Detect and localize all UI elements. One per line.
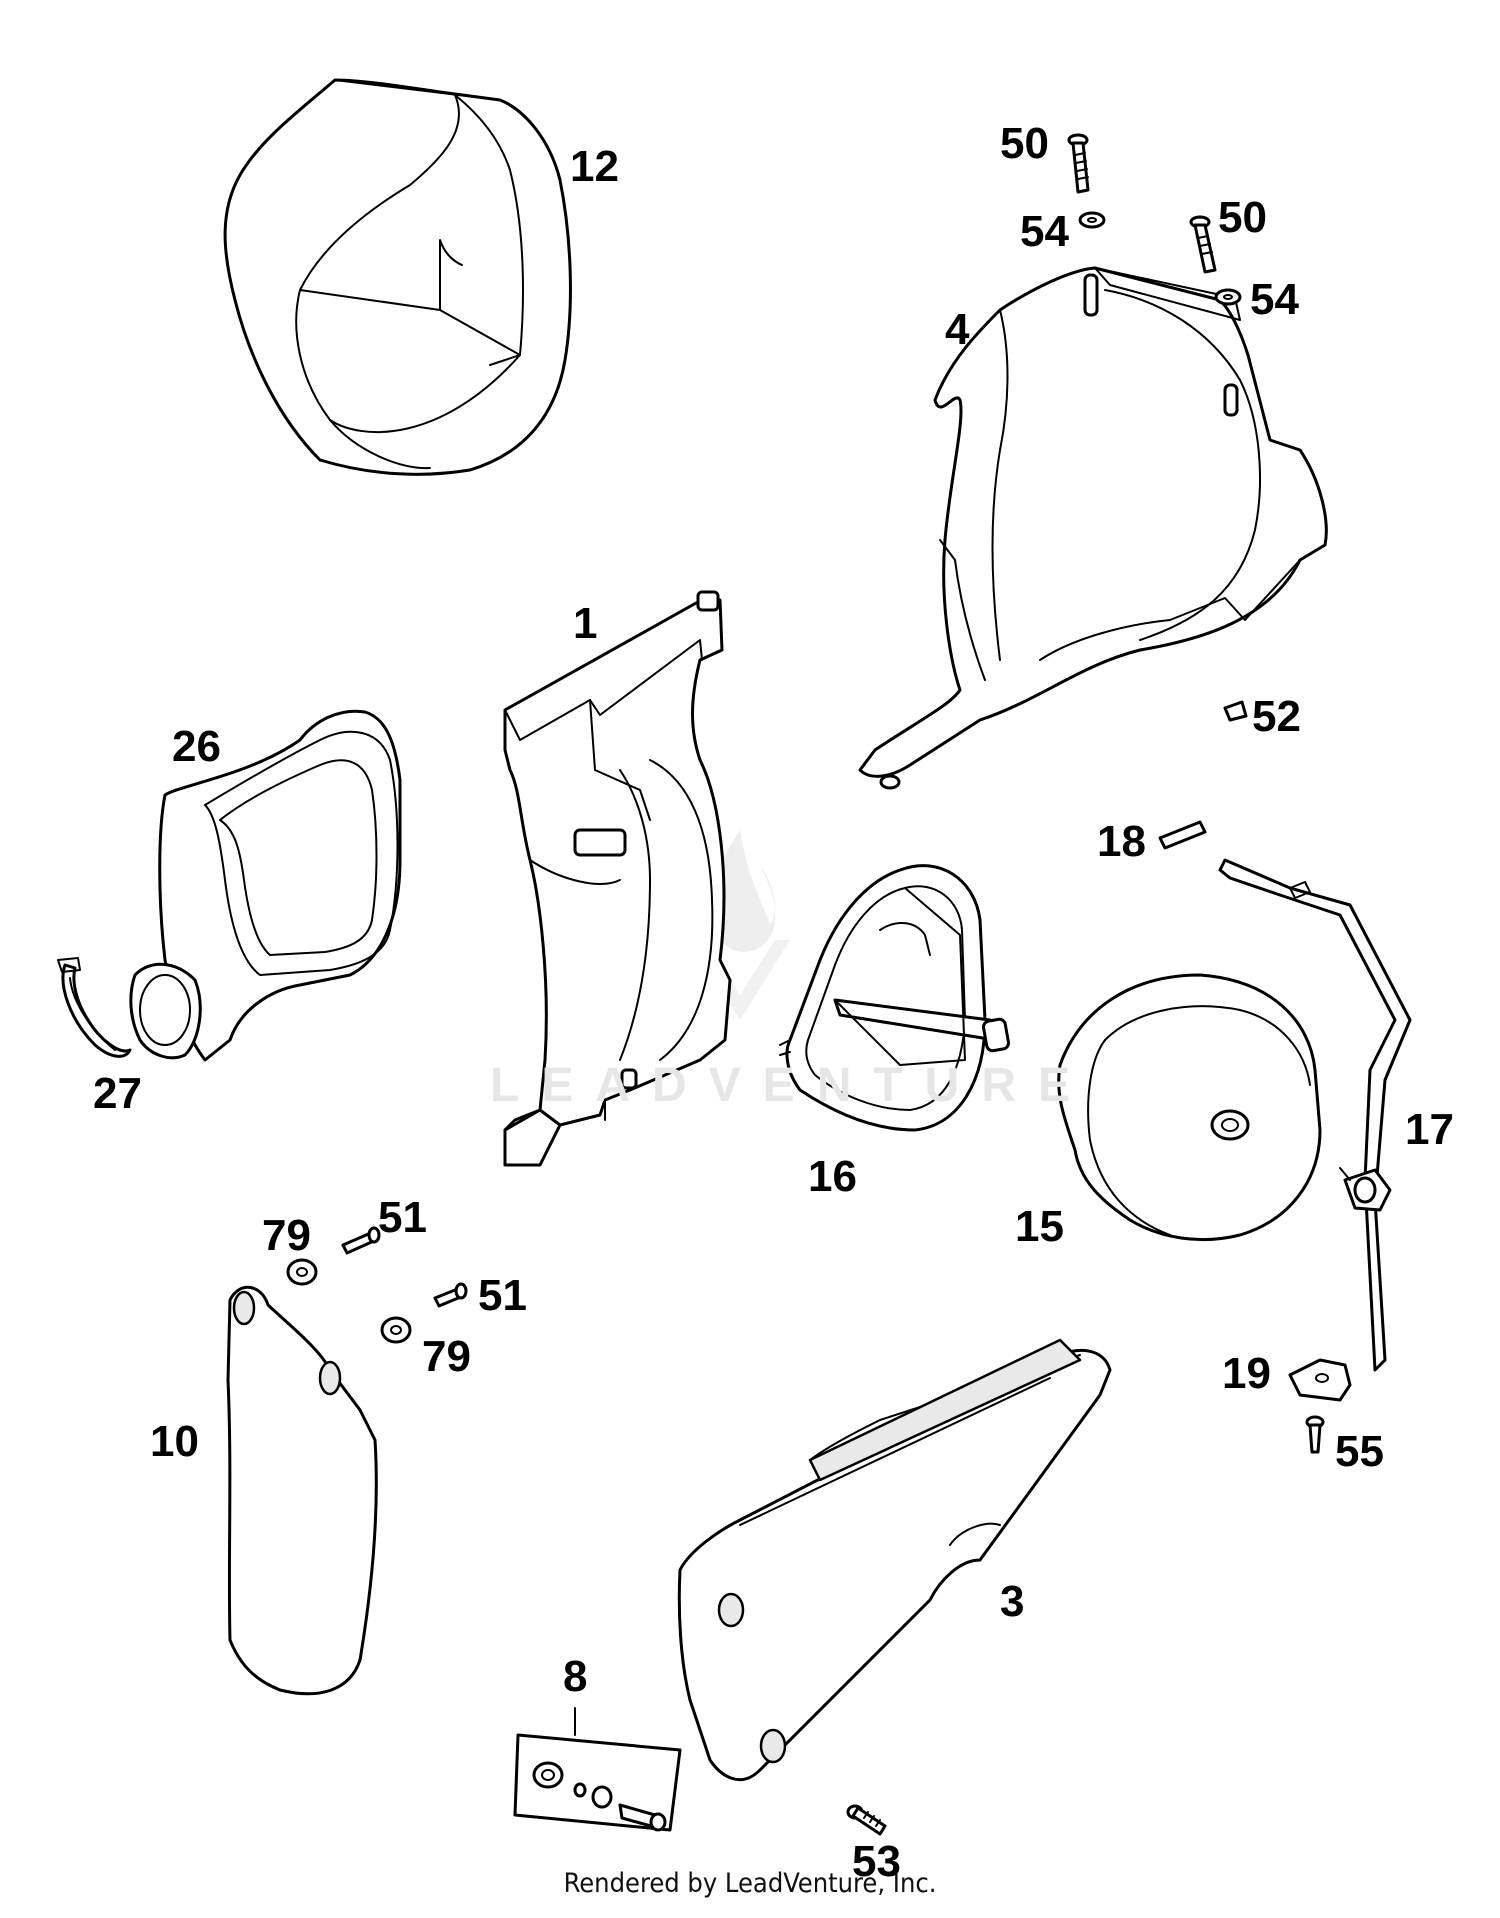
callout-54-lower: 54 (1250, 275, 1299, 324)
callout-54-upper: 54 (1020, 207, 1069, 256)
part-79-grommet-lower (380, 1316, 412, 1344)
part-16-filter-cage (779, 864, 1010, 1132)
part-12-airbox-cover (223, 78, 572, 476)
part-10-side-panel (226, 1285, 378, 1696)
part-17-support-rod (1218, 858, 1412, 1372)
callout-55: 55 (1335, 1427, 1384, 1476)
part-55-screw (1305, 1415, 1325, 1454)
watermark-text: LEADVENTURE (490, 1059, 1093, 1112)
part-18-pin (1158, 820, 1207, 850)
callout-27: 27 (93, 1069, 142, 1118)
part-15-air-filter (1057, 973, 1322, 1242)
part-52-clip (1223, 700, 1248, 722)
part-26-intake-boot (129, 709, 402, 1062)
callout-50-upper: 50 (1000, 119, 1049, 168)
callout-53: 53 (852, 1837, 901, 1886)
callout-79-upper: 79 (262, 1211, 311, 1260)
part-8-fastener-kit (513, 1707, 682, 1832)
part-50-screw-upper (1067, 133, 1090, 194)
callout-10: 10 (150, 1417, 199, 1466)
callout-51-lower: 51 (478, 1271, 527, 1320)
callout-3: 3 (1000, 1577, 1025, 1626)
callout-1: 1 (573, 599, 598, 648)
part-50-screw-lower (1189, 215, 1217, 274)
callout-26: 26 (172, 722, 221, 771)
part-3-number-plate (677, 1338, 1112, 1782)
callout-19: 19 (1222, 1349, 1271, 1398)
callout-17: 17 (1405, 1105, 1454, 1154)
callout-15: 15 (1015, 1202, 1064, 1251)
part-54-washer-lower (1214, 288, 1242, 306)
part-51-screw-upper (341, 1226, 381, 1255)
callout-4: 4 (945, 305, 970, 354)
callout-79-lower: 79 (422, 1332, 471, 1381)
part-1-airbox (503, 590, 732, 1167)
part-79-grommet-upper (286, 1258, 318, 1286)
footer-credit: Rendered by LeadVenture, Inc. (563, 1868, 937, 1899)
part-27-clamp (57, 957, 132, 1058)
part-53-screw (846, 1804, 887, 1836)
callout-51-upper: 51 (378, 1193, 427, 1242)
callout-16: 16 (808, 1152, 857, 1201)
callout-8: 8 (563, 1652, 588, 1701)
part-4-airbox-frame (858, 266, 1328, 790)
callout-12: 12 (570, 142, 619, 191)
callout-50-lower: 50 (1218, 193, 1267, 242)
callout-52: 52 (1252, 692, 1301, 741)
part-54-washer-upper (1078, 211, 1106, 229)
part-51-screw-lower (433, 1282, 468, 1308)
callout-18: 18 (1097, 817, 1146, 866)
part-19-bracket (1288, 1358, 1352, 1402)
